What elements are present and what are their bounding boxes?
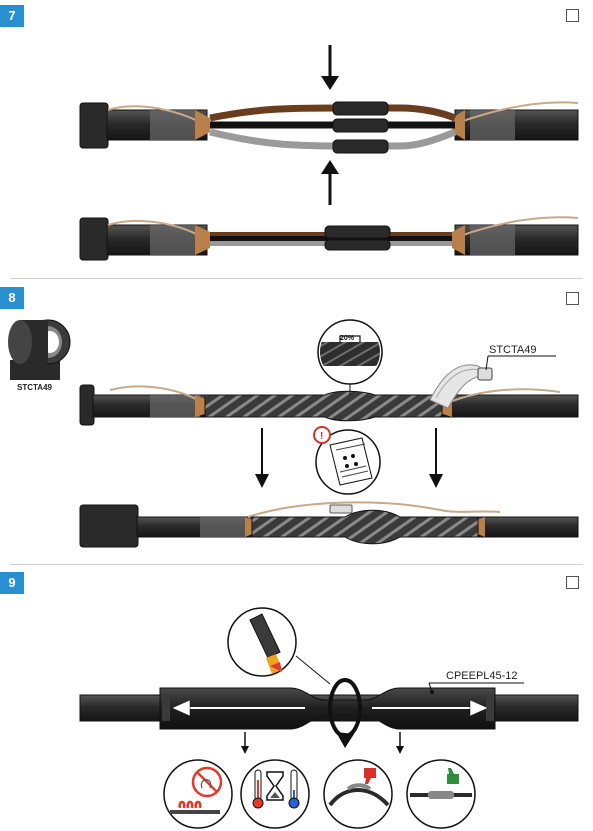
arrow-down-icon [321,45,339,90]
arrow-down-icon [255,428,269,488]
shrink-direction-arrow-left [171,699,305,717]
arrow-down-icon [396,732,404,754]
thumbs-up-icon [447,768,459,784]
step-9-sleeve [79,687,579,730]
instruction-sheet-icon [315,429,381,495]
warning-glyph: ! [320,431,323,442]
step-7-joint-closed [79,216,579,261]
overlap-label: 20% [340,335,355,342]
step-8-taped-joint [79,384,579,426]
magnifier-icon [317,319,383,395]
step-badge-7: 7 [0,5,24,27]
bent-cable-thumbs-down-icon [323,759,393,829]
step-badge-8: 8 [0,287,24,309]
warning-icon [313,426,331,444]
hourglass-icon [266,771,284,801]
arrow-up-icon [321,160,339,205]
step-badge-9: 9 [0,572,24,594]
step-7-checkbox[interactable] [566,9,579,22]
arrow-down-icon [241,732,249,754]
heat-gun-icon [227,607,331,685]
tape-roll-icon [8,319,71,380]
sleeve-label: CPEEPL45-12 [446,670,518,682]
straight-cable-thumbs-up-icon [406,759,476,829]
tape-roll-label: STCTA49 [17,383,53,392]
step-separator [10,564,583,565]
step-8-checkbox[interactable] [566,292,579,305]
thumbs-down-icon [364,768,376,784]
step-separator [10,278,583,279]
arrow-down-icon [429,428,443,488]
shrink-direction-arrow-right [372,699,489,717]
step-8-finished-joint [79,501,579,548]
tape-application-icon [429,364,493,409]
tape-callout-label: STCTA49 [489,344,536,356]
rotate-arrow-icon [328,678,362,748]
no-open-flame-icon [163,759,233,829]
step-9-checkbox[interactable] [566,576,579,589]
step-7-joint-open [79,101,579,154]
